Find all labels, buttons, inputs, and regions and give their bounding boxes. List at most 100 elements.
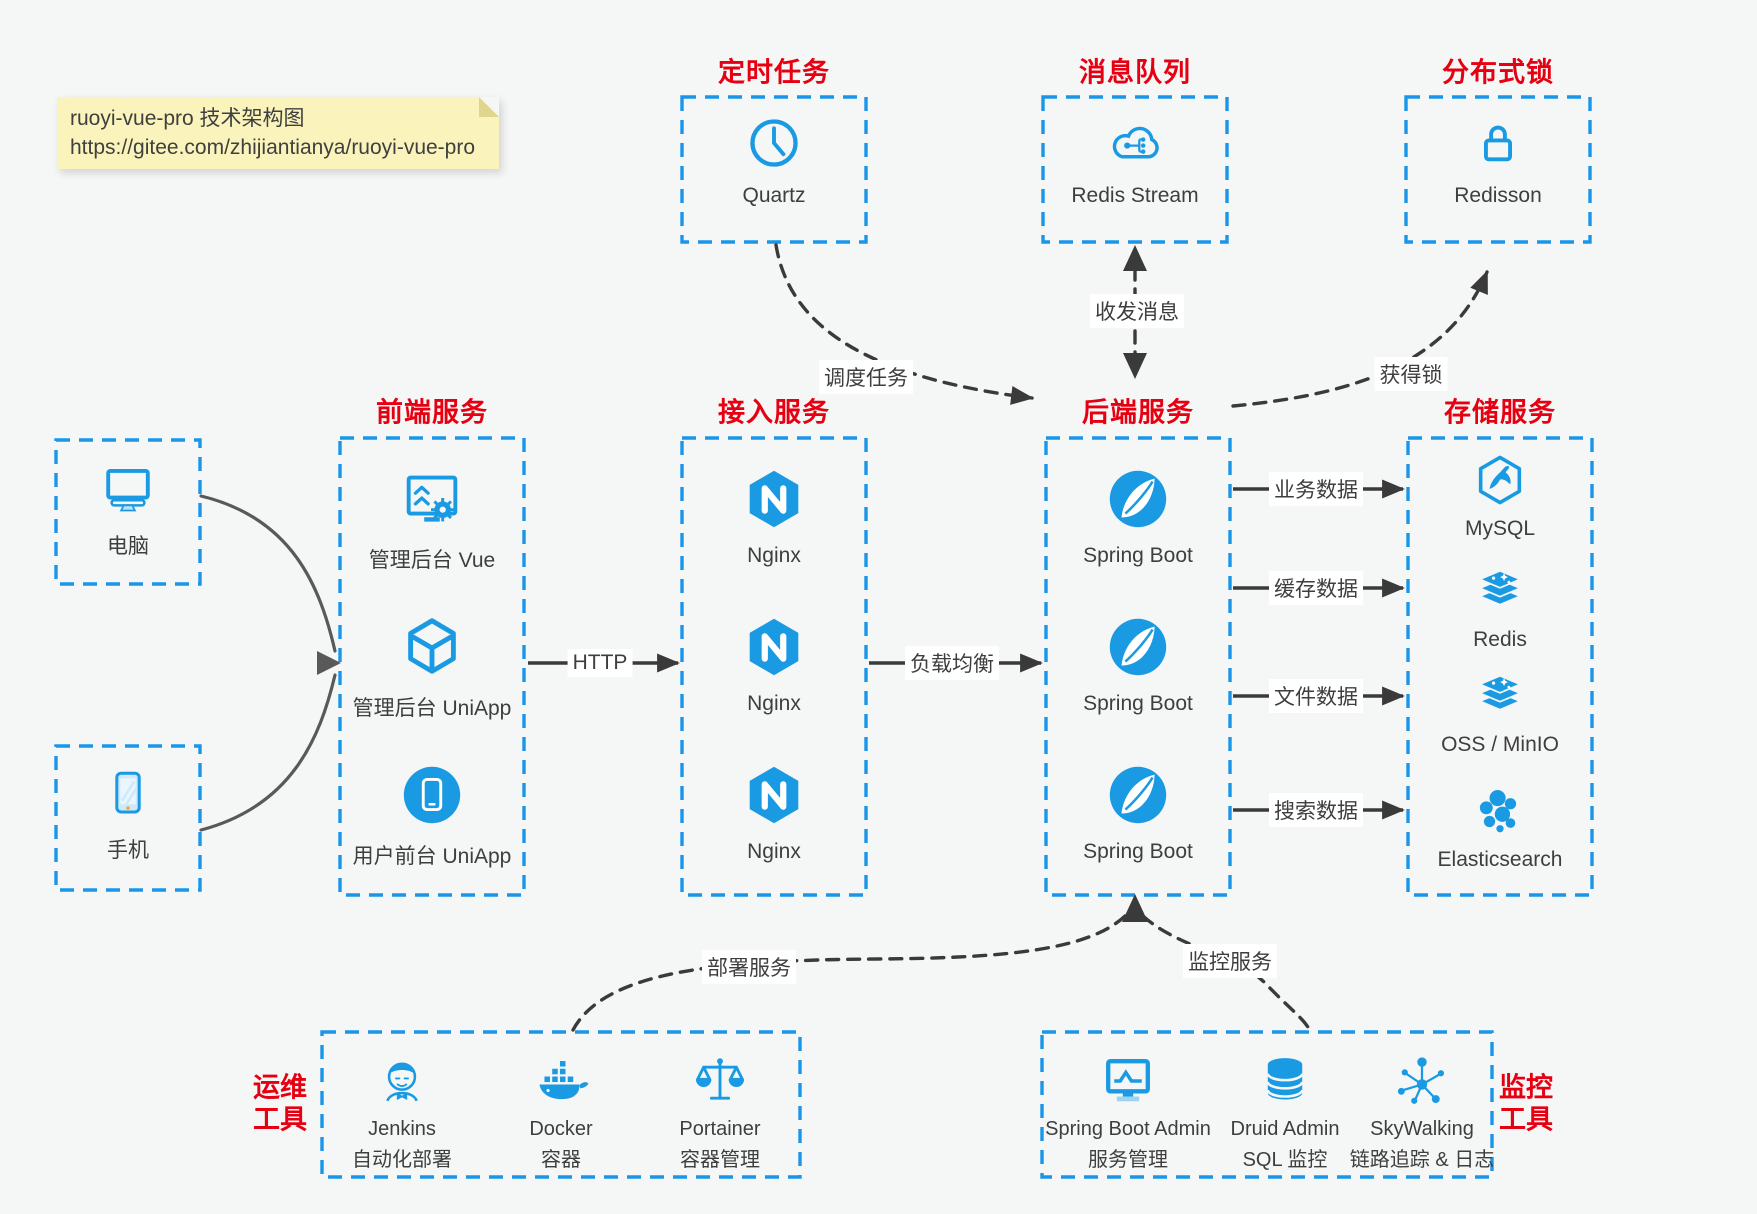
node-desc: 容器 — [541, 1149, 581, 1171]
node-label: Portainer — [679, 1118, 761, 1140]
admin-vue-icon — [397, 464, 467, 534]
edge-label-file-data: 文件数据 — [1269, 679, 1363, 713]
node-label: Jenkins — [368, 1118, 436, 1140]
node-redis: Redis — [1408, 562, 1592, 652]
section-title-distributed-lock: 分布式锁 — [1442, 57, 1554, 88]
node-nginx-3: Nginx — [682, 760, 866, 864]
node-jenkins: Jenkins 自动化部署 — [322, 1050, 482, 1172]
node-label: Druid Admin — [1230, 1118, 1340, 1140]
clock-icon — [743, 112, 805, 174]
box-scheduler — [680, 95, 868, 244]
nginx-icon — [739, 464, 809, 534]
smartphone-icon — [97, 762, 159, 824]
client-arrows — [199, 494, 337, 832]
edge-label-send-receive-message: 收发消息 — [1090, 294, 1184, 328]
edge-label-acquire-lock: 获得锁 — [1374, 357, 1448, 391]
nginx-icon — [739, 612, 809, 682]
box-frontend — [338, 436, 526, 897]
spring-boot-icon — [1103, 760, 1173, 830]
node-desc: 链路追踪 & 日志 — [1349, 1149, 1495, 1171]
node-quartz: Quartz — [682, 112, 866, 208]
node-label: 管理后台 Vue — [368, 549, 496, 572]
node-label: Redis — [1473, 628, 1527, 651]
node-label: Quartz — [742, 184, 806, 207]
edge-schedule-task — [774, 243, 1034, 405]
docker-icon — [530, 1050, 592, 1112]
node-skywalking: SkyWalking 链路追踪 & 日志 — [1336, 1050, 1508, 1172]
uniapp-cube-icon — [397, 612, 467, 682]
node-redisson: Redisson — [1406, 112, 1590, 208]
node-spring-boot-2: Spring Boot — [1046, 612, 1230, 716]
node-spring-boot-admin: Spring Boot Admin 服务管理 — [1042, 1050, 1214, 1172]
node-desc: SQL 监控 — [1242, 1149, 1328, 1171]
box-client-pc — [54, 438, 202, 586]
node-pc: 电脑 — [56, 458, 200, 560]
edge-label-business-data: 业务数据 — [1269, 472, 1363, 506]
node-label: OSS / MinIO — [1441, 733, 1559, 756]
node-label: 手机 — [107, 839, 149, 862]
node-label: Redisson — [1454, 184, 1542, 207]
dashed-box-borders — [54, 95, 1594, 1179]
edge-label-schedule-task: 调度任务 — [819, 360, 913, 394]
portainer-icon — [689, 1050, 751, 1112]
node-docker: Docker 容器 — [481, 1050, 641, 1172]
backend-bottom-arrowhead — [1122, 894, 1148, 922]
node-label: 用户前台 UniApp — [352, 845, 512, 868]
edge-deploy-service — [571, 912, 1129, 1032]
section-title-backend: 后端服务 — [1082, 397, 1194, 428]
nginx-icon — [739, 760, 809, 830]
note-title: ruoyi-vue-pro 技术架构图 — [70, 107, 305, 130]
note-url: https://gitee.com/zhijiantianya/ruoyi-vu… — [70, 136, 476, 159]
edge-label-cache-data: 缓存数据 — [1269, 571, 1363, 605]
node-user-uniapp: 用户前台 UniApp — [340, 760, 524, 870]
spring-boot-icon — [1103, 464, 1173, 534]
node-phone: 手机 — [56, 762, 200, 864]
box-backend — [1044, 436, 1232, 897]
node-redis-stream: Redis Stream — [1043, 112, 1227, 208]
box-client-phone — [54, 744, 202, 892]
jenkins-icon — [371, 1050, 433, 1112]
client-arrowhead — [317, 651, 341, 675]
node-label: Spring Boot — [1083, 840, 1193, 863]
node-label: SkyWalking — [1370, 1118, 1474, 1140]
druid-icon — [1254, 1050, 1316, 1112]
edge-label-load-balance: 负载均衡 — [905, 646, 999, 680]
spring-boot-icon — [1103, 612, 1173, 682]
node-oss-minio: OSS / MinIO — [1408, 667, 1592, 757]
node-label: Nginx — [747, 544, 801, 567]
edge-label-monitor-service: 监控服务 — [1183, 944, 1277, 978]
node-label: Nginx — [747, 692, 801, 715]
lock-icon — [1467, 112, 1529, 174]
uniapp-user-icon — [397, 760, 467, 830]
box-ops-tools — [320, 1030, 802, 1179]
node-label: Spring Boot Admin — [1045, 1118, 1211, 1140]
desktop-icon — [97, 458, 159, 520]
sticky-note: ruoyi-vue-pro 技术架构图 https://gitee.com/zh… — [57, 97, 499, 169]
node-nginx-1: Nginx — [682, 464, 866, 568]
message-arrowhead-down — [1123, 353, 1147, 379]
node-mysql: MySQL — [1408, 451, 1592, 541]
box-storage — [1406, 436, 1594, 897]
edge-label-deploy-service: 部署服务 — [702, 950, 796, 984]
node-label: 电脑 — [107, 535, 149, 558]
spring-boot-admin-icon — [1097, 1050, 1159, 1112]
node-portainer: Portainer 容器管理 — [640, 1050, 800, 1172]
node-label: Docker — [529, 1118, 593, 1140]
elasticsearch-icon — [1471, 782, 1529, 840]
box-distributed-lock — [1404, 95, 1592, 244]
section-title-gateway: 接入服务 — [718, 397, 830, 428]
mysql-icon — [1471, 451, 1529, 509]
node-admin-uniapp: 管理后台 UniApp — [340, 612, 524, 722]
node-label: Spring Boot — [1083, 544, 1193, 567]
node-desc: 服务管理 — [1088, 1149, 1168, 1171]
node-spring-boot-3: Spring Boot — [1046, 760, 1230, 864]
node-label: 管理后台 UniApp — [352, 697, 512, 720]
node-desc: 自动化部署 — [352, 1149, 452, 1171]
edge-pc-to-frontend — [199, 494, 337, 653]
cloud-mq-icon — [1104, 112, 1166, 174]
box-monitor-tools — [1040, 1030, 1494, 1179]
node-desc: 容器管理 — [680, 1149, 760, 1171]
node-label: Elasticsearch — [1437, 848, 1563, 871]
section-title-storage: 存储服务 — [1444, 397, 1556, 428]
